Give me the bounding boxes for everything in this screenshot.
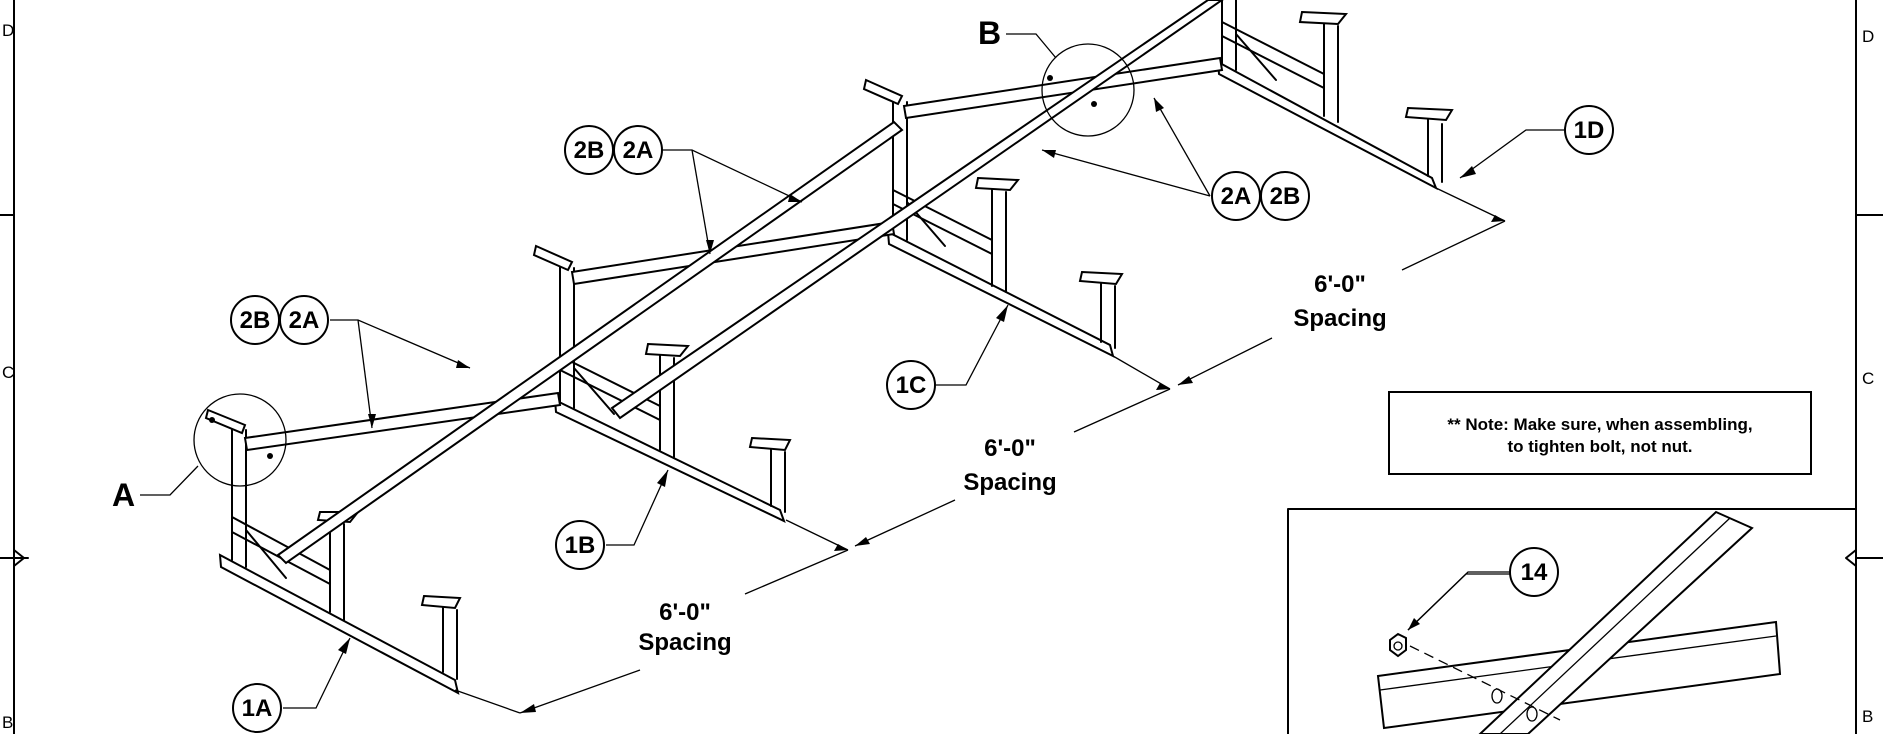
detail-circle-a — [193, 393, 287, 487]
balloon-1b: 1B — [555, 520, 605, 570]
zone-labels: D C B D C B — [2, 21, 1874, 732]
balloon-1a: 1A — [232, 683, 282, 733]
frame-1d — [1216, 0, 1454, 191]
dimension-3: 6'-0" Spacing — [1293, 271, 1386, 332]
zone-left-b: B — [2, 713, 13, 732]
balloon-leaders — [283, 97, 1564, 709]
detail-label-a: A — [112, 477, 135, 513]
balloon-2b-left: 2B — [230, 295, 280, 345]
note-line-2: to tighten bolt, not nut. — [1507, 437, 1692, 456]
dimension-2: 6'-0" Spacing — [963, 435, 1056, 496]
zone-right-d: D — [1862, 27, 1874, 46]
svg-text:2B: 2B — [1270, 183, 1301, 210]
svg-text:1A: 1A — [242, 695, 273, 722]
svg-text:1D: 1D — [1574, 117, 1605, 144]
svg-text:1B: 1B — [565, 532, 596, 559]
balloon-2b-right: 2B — [1260, 171, 1310, 221]
svg-text:Spacing: Spacing — [963, 469, 1056, 496]
svg-text:Spacing: Spacing — [1293, 305, 1386, 332]
balloon-2a-left: 2A — [279, 295, 329, 345]
svg-text:2B: 2B — [574, 137, 605, 164]
balloon-2a-right: 2A — [1211, 171, 1261, 221]
horizontal-braces — [243, 56, 1224, 452]
zone-left-d: D — [2, 21, 14, 40]
balloon-2b-mid: 2B — [564, 125, 614, 175]
svg-text:2A: 2A — [289, 307, 320, 334]
svg-text:2A: 2A — [623, 137, 654, 164]
assembly-note: ** Note: Make sure, when assembling, to … — [1388, 391, 1812, 475]
zone-right-c: C — [1862, 369, 1874, 388]
detail-circle-b — [1041, 43, 1135, 137]
detail-a-leader — [140, 465, 199, 496]
svg-text:2A: 2A — [1221, 183, 1252, 210]
note-line-1: ** Note: Make sure, when assembling, — [1447, 415, 1752, 434]
detail-label-b: B — [978, 15, 1001, 51]
svg-text:6'-0": 6'-0" — [984, 435, 1036, 462]
detail-b-leader — [1006, 33, 1057, 59]
balloon-2a-mid: 2A — [613, 125, 663, 175]
svg-text:6'-0": 6'-0" — [659, 599, 711, 626]
frame-1a — [204, 408, 462, 695]
dimension-lines — [454, 187, 1506, 714]
svg-text:Spacing: Spacing — [638, 629, 731, 656]
zone-left-c: C — [2, 363, 14, 382]
zone-right-b: B — [1862, 707, 1873, 726]
svg-text:2B: 2B — [240, 307, 271, 334]
dimension-1: 6'-0" Spacing — [638, 599, 731, 656]
balloon-1c: 1C — [886, 360, 936, 410]
svg-text:1C: 1C — [896, 372, 927, 399]
balloon-1d: 1D — [1564, 105, 1614, 155]
detail-view-inset: 14 — [1287, 508, 1857, 734]
svg-text:6'-0": 6'-0" — [1314, 271, 1366, 298]
diagonal-braces — [276, 0, 1224, 565]
balloon-14: 14 — [1521, 559, 1548, 586]
